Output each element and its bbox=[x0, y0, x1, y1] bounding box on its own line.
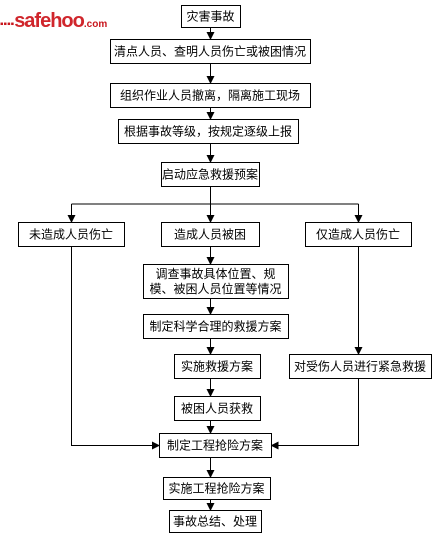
node-box bbox=[161, 162, 260, 187]
node-box bbox=[110, 39, 311, 64]
node-injury-only: 仅造成人员伤亡 bbox=[305, 222, 412, 247]
node-accident: 灾害事故 bbox=[181, 5, 241, 28]
node-investigate: 调查事故具体位置、规模、被困人员位置等情况 bbox=[143, 264, 289, 299]
node-first-aid: 对受伤人员进行紧急救援 bbox=[289, 354, 432, 379]
node-repair-exec: 实施工程抢险方案 bbox=[163, 477, 271, 500]
node-repair-plan: 制定工程抢险方案 bbox=[159, 433, 272, 458]
node-box bbox=[305, 222, 412, 247]
node-rescue-exec: 实施救援方案 bbox=[174, 354, 261, 379]
node-box bbox=[289, 354, 432, 379]
node-label: 制定科学合理的救援方案 bbox=[149, 319, 281, 334]
node-box bbox=[181, 5, 241, 28]
node-box bbox=[110, 83, 311, 108]
node-no-casualty: 未造成人员伤亡 bbox=[18, 222, 125, 247]
node-label: 模、被困人员位置等情况 bbox=[149, 281, 281, 296]
node-label: 调查事故具体位置、规 bbox=[155, 266, 275, 281]
node-box bbox=[169, 510, 262, 533]
safehoo-watermark-logo: ▪▪▪▪safehoo.com bbox=[0, 10, 108, 32]
node-box bbox=[118, 119, 299, 144]
node-label: 实施救援方案 bbox=[181, 359, 253, 374]
edge-no-casualty-to-repair-plan bbox=[71, 247, 160, 450]
node-label: 制定工程抢险方案 bbox=[167, 438, 263, 453]
node-count: 清点人员、查明人员伤亡或被困情况 bbox=[110, 39, 311, 64]
node-summary: 事故总结、处理 bbox=[169, 510, 262, 533]
node-box bbox=[159, 433, 272, 458]
node-label: 实施工程抢险方案 bbox=[168, 481, 264, 496]
node-rescue-plan: 制定科学合理的救援方案 bbox=[143, 314, 289, 339]
flowchart-connectors bbox=[67, 28, 363, 511]
node-label: 组织作业人员撤离，隔离施工现场 bbox=[120, 88, 300, 103]
node-plan: 启动应急救援预案 bbox=[161, 162, 260, 187]
node-label: 造成人员被困 bbox=[174, 228, 246, 242]
node-trapped: 造成人员被困 bbox=[161, 222, 260, 247]
node-label: 被困人员获救 bbox=[181, 401, 253, 416]
node-evacuate: 组织作业人员撤离，隔离施工现场 bbox=[110, 83, 311, 108]
node-label: 对受伤人员进行紧急救援 bbox=[294, 359, 426, 374]
node-box bbox=[163, 477, 271, 500]
edge-first-aid-to-repair-plan bbox=[270, 379, 359, 450]
node-box bbox=[161, 222, 260, 247]
node-label: 未造成人员伤亡 bbox=[29, 228, 113, 242]
node-label: 事故总结、处理 bbox=[173, 514, 257, 529]
node-rescued: 被困人员获救 bbox=[174, 396, 261, 421]
node-box bbox=[174, 396, 261, 421]
node-box bbox=[143, 264, 289, 299]
node-label: 灾害事故 bbox=[186, 9, 234, 24]
node-label: 启动应急救援预案 bbox=[162, 167, 258, 182]
node-label: 清点人员、查明人员伤亡或被困情况 bbox=[114, 45, 306, 59]
node-box bbox=[143, 314, 289, 339]
node-box bbox=[18, 222, 125, 247]
flowchart-nodes: 灾害事故清点人员、查明人员伤亡或被困情况组织作业人员撤离，隔离施工现场根据事故等… bbox=[18, 5, 432, 533]
node-label: 仅造成人员伤亡 bbox=[316, 228, 400, 242]
node-box bbox=[174, 354, 261, 379]
node-label: 根据事故等级，按规定逐级上报 bbox=[124, 124, 292, 139]
node-report: 根据事故等级，按规定逐级上报 bbox=[118, 119, 299, 144]
